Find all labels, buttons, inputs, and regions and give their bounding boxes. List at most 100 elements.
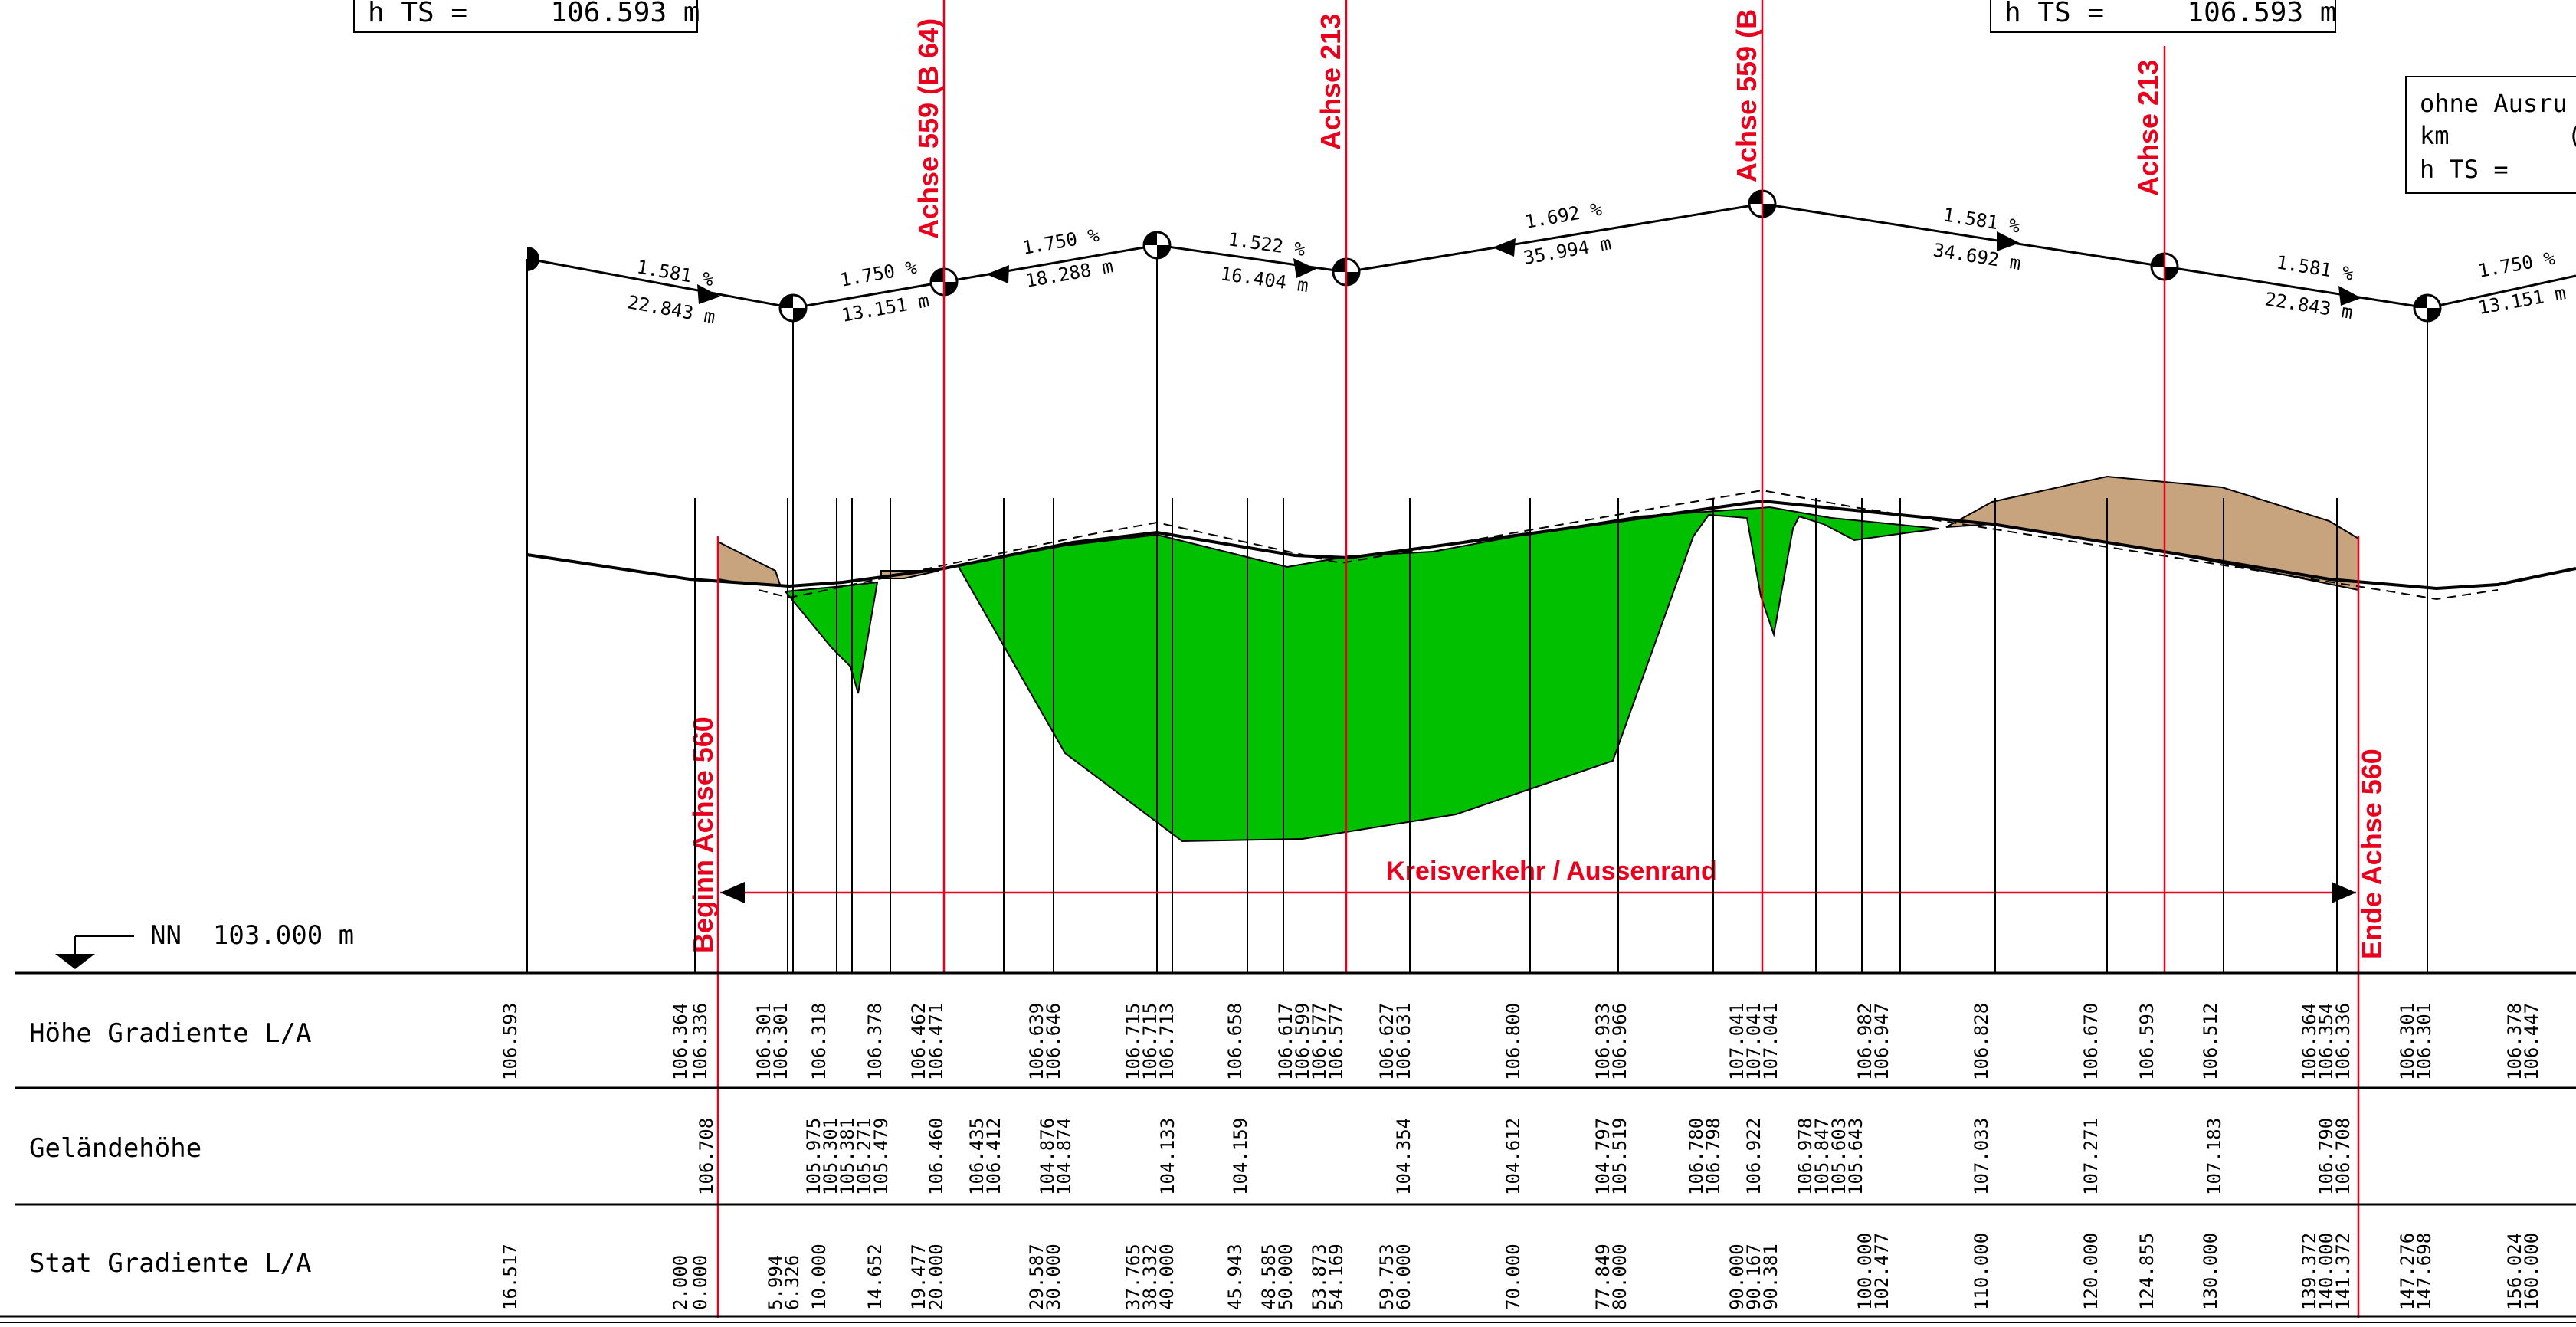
band-value: 105.847 (1811, 1118, 1833, 1195)
band-value: 106.599 (1292, 1003, 1313, 1080)
band-value: 106.435 (966, 1118, 988, 1195)
band-value: 106.646 (1043, 1003, 1064, 1080)
band-value: 106.336 (2332, 1003, 2354, 1080)
axis-label-213-right: Achse 213 (2132, 60, 2164, 196)
axis-labels: Achse 559 (B 64) Achse 213 Achse 559 (B … (687, 9, 2388, 959)
band-value: 110.000 (1971, 1233, 1992, 1310)
band-value: 104.133 (1157, 1118, 1178, 1195)
band-value: 106.790 (2315, 1118, 2337, 1195)
band-value: 20.000 (926, 1243, 947, 1310)
info-box-line1: ohne Ausru (2420, 89, 2568, 118)
info-box: ohne Ausru km ( h TS = (2405, 76, 2576, 194)
band-value: 106.715 (1122, 1003, 1144, 1080)
end-axis-label: Ende Achse 560 (2356, 749, 2388, 959)
band-value: 106.708 (696, 1118, 717, 1195)
band-value: 106.336 (690, 1003, 711, 1080)
band-value: 2.000 (670, 1255, 691, 1310)
band-value: 106.364 (2299, 1003, 2320, 1080)
band-value: 106.301 (753, 1003, 775, 1080)
band-value: 106.713 (1156, 1003, 1178, 1080)
slope-percent: 1.581 % (1942, 204, 2022, 238)
title-box-right: h TS = 106.593 m (1990, 0, 2336, 33)
info-box-line2: km ( (2420, 121, 2576, 150)
band-value: 147.276 (2397, 1233, 2418, 1310)
band-value: 106.354 (2315, 1003, 2337, 1080)
band-value: 106.966 (1609, 1003, 1630, 1080)
band-value: 40.000 (1156, 1243, 1178, 1310)
band-value: 104.159 (1230, 1118, 1251, 1195)
band-value: 104.354 (1393, 1118, 1414, 1195)
band-value: 80.000 (1609, 1243, 1630, 1310)
terrain-dashed-line (758, 489, 2499, 601)
band-value: 105.381 (837, 1118, 858, 1195)
band-value: 16.517 (500, 1243, 521, 1310)
band-value: 38.332 (1139, 1243, 1161, 1310)
band-value: 106.800 (1503, 1003, 1524, 1080)
band-value: 14.652 (864, 1243, 886, 1310)
band-value: 104.874 (1054, 1118, 1075, 1195)
tangent-point-symbol (1142, 231, 1172, 260)
axis-lines (716, 0, 2360, 1318)
band-value: 106.631 (1393, 1003, 1414, 1080)
dimension-label: Kreisverkehr / Aussenrand (1386, 857, 1717, 886)
band-value: 139.372 (2299, 1233, 2320, 1310)
band-value: 104.876 (1037, 1118, 1058, 1195)
band-value: 106.471 (926, 1003, 947, 1080)
band-label-station: Stat Gradiente L/A (29, 1248, 311, 1279)
band-value: 48.585 (1258, 1243, 1280, 1310)
axis-label-213: Achse 213 (1315, 14, 1346, 150)
band-value: 106.627 (1376, 1003, 1398, 1080)
band-value: 140.000 (2315, 1233, 2337, 1310)
band-value: 105.643 (1845, 1118, 1866, 1195)
band-value: 106.462 (908, 1003, 929, 1080)
band-value: 106.798 (1703, 1118, 1724, 1195)
start-point-symbol (527, 247, 539, 271)
slope-length: 13.151 m (840, 290, 931, 326)
slope-arrows (697, 231, 2361, 306)
grade-line (526, 499, 2576, 591)
dimension-line: Kreisverkehr / Aussenrand (720, 857, 2356, 903)
band-value: 106.301 (770, 1003, 791, 1080)
begin-axis-label: Beginn Achse 560 (687, 716, 719, 953)
band-label-terrain-height: Geländehöhe (29, 1133, 202, 1164)
band-value: 106.378 (2504, 1003, 2525, 1080)
band-value: 5.994 (765, 1255, 786, 1310)
band-value: 105.479 (870, 1118, 892, 1195)
band-value: 106.364 (670, 1003, 691, 1080)
band-value: 105.603 (1828, 1118, 1850, 1195)
band-value: 106.658 (1224, 1003, 1246, 1080)
band-value: 106.982 (1854, 1003, 1876, 1080)
axis-label-559-b: Achse 559 (B (1731, 9, 1762, 182)
slope-percent: 1.750 % (838, 257, 919, 291)
band-value: 106.318 (808, 1003, 830, 1080)
band-value: 70.000 (1503, 1243, 1524, 1310)
band-value: 106.617 (1275, 1003, 1296, 1080)
fill-area-main (956, 506, 1939, 843)
tangent-points (527, 189, 2442, 323)
band-value: 77.849 (1592, 1243, 1614, 1310)
band-value: 124.855 (2136, 1233, 2158, 1310)
band-value: 107.271 (2080, 1118, 2102, 1195)
band-value: 104.612 (1503, 1118, 1524, 1195)
band-drop-lines (694, 498, 2338, 973)
band-value: 106.378 (864, 1003, 886, 1080)
title-box-right-text: h TS = 106.593 m (2004, 0, 2336, 28)
band-value: 106.639 (1026, 1003, 1047, 1080)
band-value: 107.033 (1971, 1118, 1992, 1195)
band-value: 106.715 (1139, 1003, 1161, 1080)
band-value: 37.765 (1122, 1243, 1144, 1310)
band-value: 100.000 (1854, 1233, 1876, 1310)
slope-percent: 1.750 % (2476, 247, 2557, 282)
band-value: 102.477 (1871, 1233, 1893, 1310)
band-value: 106.447 (2521, 1003, 2542, 1080)
band-value: 29.587 (1026, 1243, 1047, 1310)
band-value: 106.460 (926, 1118, 947, 1195)
band-value: 10.000 (808, 1243, 830, 1310)
slope-percent: 1.581 % (2275, 251, 2355, 285)
band-value: 106.301 (2414, 1003, 2435, 1080)
band-value: 45.943 (1224, 1243, 1246, 1310)
